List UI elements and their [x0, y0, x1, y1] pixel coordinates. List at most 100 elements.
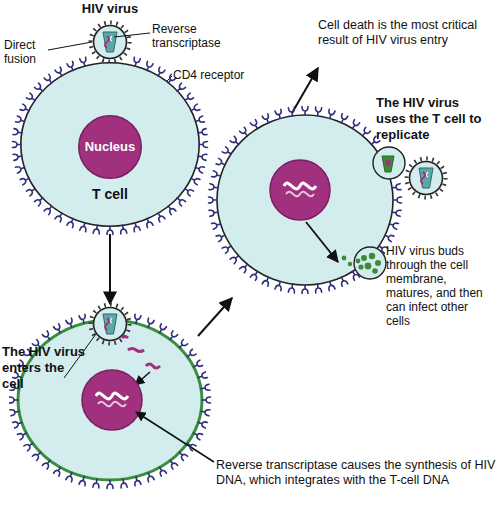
cd4-receptor — [67, 217, 76, 227]
process-arrow — [306, 222, 338, 262]
budding-virion — [354, 247, 386, 279]
cd4-receptor — [230, 253, 240, 263]
hiv-virion — [91, 23, 130, 62]
cd4-receptor — [275, 109, 283, 119]
cd4-receptor — [327, 109, 335, 119]
cd4-receptor — [194, 165, 204, 173]
cd4-receptor — [177, 339, 187, 349]
viral-rna — [385, 160, 391, 166]
cd4-receptor — [34, 83, 44, 93]
viral-rna — [146, 364, 160, 368]
cd4-receptor — [201, 408, 210, 415]
cd4-receptor — [168, 331, 178, 341]
cd4-receptor — [120, 479, 127, 488]
step-label: The HIV virus uses the T cell to replica… — [376, 95, 486, 143]
cd4-receptor — [34, 196, 44, 206]
cd4-receptor — [13, 142, 22, 148]
cd4-receptor — [262, 276, 271, 286]
leader-line — [48, 42, 92, 50]
cd4-receptor — [166, 204, 176, 214]
cd4-receptor — [198, 153, 207, 160]
cd4-receptor — [144, 61, 153, 71]
released-virion — [407, 159, 446, 198]
cd4-receptor — [183, 93, 193, 103]
cd4-receptor — [93, 479, 100, 488]
cd4-receptor — [250, 270, 260, 280]
cd4-receptor — [157, 466, 166, 476]
cd4-receptor — [26, 93, 36, 103]
cd4-receptor — [315, 107, 322, 116]
virus-label: HIV virus — [68, 1, 152, 17]
cd4-receptor — [17, 431, 27, 440]
cd4-receptor — [44, 204, 54, 214]
cd4-receptor — [132, 222, 140, 232]
dna-strand — [284, 183, 316, 196]
step-note: Reverse transcriptase causes the synthes… — [216, 458, 496, 488]
cd4-receptor — [302, 107, 308, 116]
cd4-receptor — [145, 472, 154, 482]
cd4-receptor — [199, 142, 208, 148]
cd4-receptor — [42, 459, 52, 469]
cd4-receptor — [107, 480, 113, 489]
cd4-receptor — [79, 476, 87, 486]
cd4-receptor — [120, 225, 127, 234]
cd4-receptor — [54, 324, 63, 334]
cd4-receptor — [190, 176, 200, 185]
nucleus-shape — [79, 116, 142, 179]
flow-arrow — [109, 234, 111, 304]
cd4-receptor — [13, 153, 22, 160]
nucleus — [270, 160, 330, 220]
cd4-receptor — [216, 233, 226, 242]
cd4-receptor — [212, 171, 222, 179]
enzyme-label: Reverse transcriptase — [152, 22, 244, 50]
cd4-receptor — [44, 74, 54, 84]
cd4-receptor — [93, 225, 100, 234]
cd4-receptor — [145, 318, 154, 328]
cd4-receptor — [13, 129, 22, 136]
cd4-receptor — [183, 186, 193, 196]
cd4-receptor — [209, 197, 218, 203]
cd4-receptor — [216, 158, 226, 167]
cd4-receptor — [54, 466, 63, 476]
cd4-receptor — [222, 147, 232, 157]
cd4-receptor — [26, 186, 36, 196]
cd4-receptor — [202, 397, 211, 403]
cd4-receptor — [250, 120, 260, 130]
fusion-label: Direct fusion — [4, 38, 50, 66]
nucleus: Nucleus — [78, 115, 142, 179]
cd4-receptor — [66, 472, 75, 482]
cd4-receptor — [392, 184, 401, 191]
cd4-receptor — [339, 114, 348, 124]
t-cell-label: T cell — [20, 186, 200, 202]
cd4-receptor — [384, 233, 394, 242]
t-cell: T cell Nucleus — [20, 62, 200, 227]
flow-arrow — [198, 298, 232, 336]
replicating-cell — [217, 115, 393, 285]
cd4-receptor — [392, 209, 401, 216]
cd4-receptor — [393, 197, 402, 203]
cd4-receptor — [186, 349, 196, 359]
cd4-receptor — [80, 222, 88, 232]
step-note: HIV virus buds through the cell membrane… — [386, 244, 490, 328]
t-cell-shape — [21, 63, 199, 226]
cd4-receptor — [222, 244, 232, 254]
cd4-receptor — [175, 83, 185, 93]
cd4-receptor — [20, 104, 30, 113]
cd4-receptor — [24, 441, 34, 451]
cd4-receptor — [198, 129, 207, 136]
cd4-receptor — [230, 136, 240, 146]
cd4-receptor — [10, 397, 19, 403]
viral-core — [382, 156, 394, 172]
cd4-receptor — [209, 184, 218, 191]
cd4-receptor — [197, 420, 207, 428]
cd4-receptor — [13, 420, 23, 428]
cd4-receptor — [339, 276, 348, 286]
cd4-receptor — [66, 318, 75, 328]
cd4-receptor — [350, 270, 360, 280]
cd4-receptor — [288, 284, 295, 293]
cd4-receptor — [16, 116, 26, 124]
cd4-receptor — [192, 360, 202, 369]
flow-arrow — [292, 68, 318, 113]
